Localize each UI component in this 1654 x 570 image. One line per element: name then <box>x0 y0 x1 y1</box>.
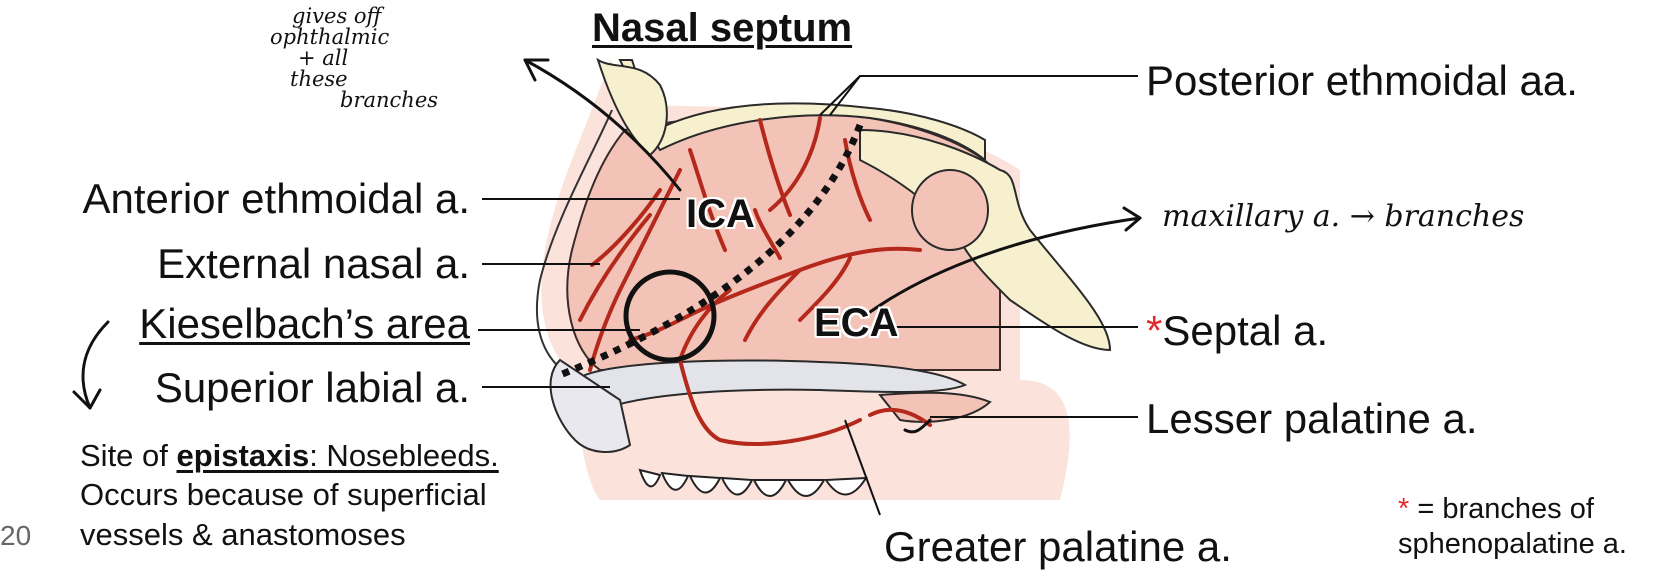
epistaxis-note: Site of epistaxis: Nosebleeds. Occurs be… <box>80 436 499 554</box>
label-eca: ECA <box>814 301 899 345</box>
leader-lines <box>478 75 1138 516</box>
hand-line: + all <box>298 46 349 70</box>
legend: * = branches of sphenopalatine a. <box>1398 492 1627 562</box>
anterior-ethmoidal-artery <box>588 168 682 372</box>
artery-branch <box>768 116 822 212</box>
maxillary-arrow-head <box>1122 206 1142 232</box>
ophthalmic-arrow <box>523 58 682 192</box>
page-number: 20 <box>0 520 32 551</box>
posterior-ethmoidal-artery <box>758 118 792 217</box>
hand-line: branches <box>340 88 439 112</box>
artery-branch <box>678 288 732 362</box>
label-ica: ICA <box>686 192 755 236</box>
note-suffix: : Nosebleeds. <box>309 438 499 473</box>
upper-lip <box>549 358 632 453</box>
handwritten-ophthalmic-note: gives off ophthalmic + all these branche… <box>270 6 438 111</box>
note-epistaxis: epistaxis <box>176 438 310 473</box>
label-septal: *Septal a. <box>1146 310 1328 352</box>
ica-eca-boundary-line <box>558 123 864 379</box>
artery-branch <box>843 138 872 222</box>
maxillary-arrow <box>868 216 1142 314</box>
teeth <box>638 468 868 497</box>
note-prefix: Site of <box>80 438 177 473</box>
kiesselbach-circle <box>623 269 717 363</box>
note-line-2: Occurs because of superficial <box>80 477 487 513</box>
lesser-palatine-artery <box>868 407 932 427</box>
legend-asterisk: * <box>1398 493 1410 525</box>
label-external-nasal: External nasal a. <box>157 240 470 287</box>
hand-line: ophthalmic <box>270 25 390 49</box>
hand-line: these <box>290 67 348 91</box>
nasal-bone <box>618 59 986 163</box>
label-lesser-palatine: Lesser palatine a. <box>1146 395 1478 442</box>
sphenoid-sinus <box>911 169 989 251</box>
artery-branch <box>688 148 727 252</box>
handwritten-arrows <box>72 58 1142 434</box>
handwritten-maxillary-note: maxillary a. → branches <box>1162 199 1525 234</box>
legend-line-2: sphenopalatine a. <box>1398 527 1627 560</box>
artery-branch <box>743 268 802 342</box>
ophthalmic-arrow-head <box>523 58 550 82</box>
nasal-septum-illustration <box>72 57 1142 516</box>
nasal-cartilage-outline <box>536 109 613 369</box>
hand-line: gives off <box>292 4 382 28</box>
asterisk-marker: * <box>1146 307 1163 354</box>
legend-line-1: * = branches of <box>1398 492 1627 527</box>
leader-posterior-ethmoidal-2 <box>819 75 861 116</box>
diagram-title: Nasal septum <box>592 6 853 50</box>
artery-branch <box>798 256 852 322</box>
legend-text-1: = branches of <box>1409 493 1594 525</box>
label-posterior-ethmoidal: Posterior ethmoidal aa. <box>1146 57 1578 104</box>
label-anterior-ethmoidal: Anterior ethmoidal a. <box>82 175 470 222</box>
kiesselbach-arrow-head <box>72 388 102 410</box>
kiesselbach-arrow <box>81 320 110 410</box>
label-septal-text: Septal a. <box>1162 307 1329 354</box>
artery-branch <box>578 213 652 322</box>
note-line-1: Site of epistaxis: Nosebleeds. <box>80 436 499 475</box>
frontal-bone <box>596 57 668 157</box>
artery-branch <box>753 208 782 260</box>
label-greater-palatine: Greater palatine a. <box>884 523 1232 570</box>
greater-palatine-artery <box>678 358 862 446</box>
note-line-3: vessels & anastomoses <box>80 516 406 552</box>
palate-arrow <box>903 418 932 434</box>
label-superior-labial: Superior labial a. <box>154 364 470 411</box>
leader-greater-palatine <box>844 419 881 516</box>
label-kiesselbach-area: Kieselbach’s area <box>139 300 470 347</box>
